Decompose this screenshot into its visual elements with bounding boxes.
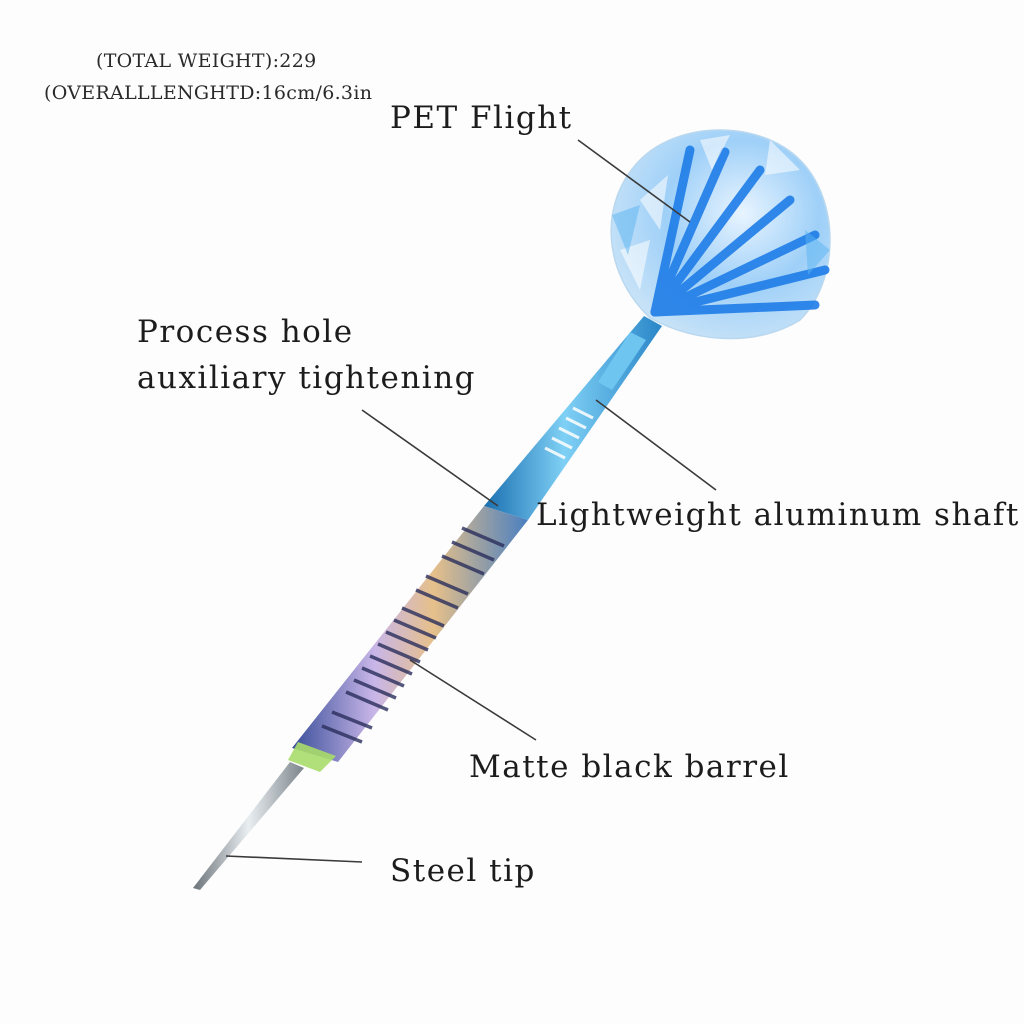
process-hole-label-line1: Process hole (137, 314, 354, 350)
barrel-leader (409, 659, 537, 741)
shaft-label: Lightweight aluminum shaft (536, 497, 1020, 533)
process-hole-leader (361, 409, 499, 507)
steel-tip (193, 762, 304, 890)
flight-label: PET Flight (390, 100, 573, 136)
aluminum-shaft (484, 316, 662, 520)
process-hole-label-line2: auxiliary tightening (137, 360, 477, 396)
flight-leader (577, 139, 691, 223)
tip-leader (225, 855, 363, 863)
tip-label: Steel tip (390, 853, 536, 889)
barrel-label: Matte black barrel (469, 749, 790, 785)
matte-barrel (288, 506, 528, 772)
pet-flight (610, 129, 831, 340)
overall-length-text: (OVERALLLENGHTD:16cm/6.3in (44, 82, 373, 104)
total-weight-text: (TOTAL WEIGHT):229 (96, 50, 317, 72)
shaft-leader (595, 399, 717, 491)
